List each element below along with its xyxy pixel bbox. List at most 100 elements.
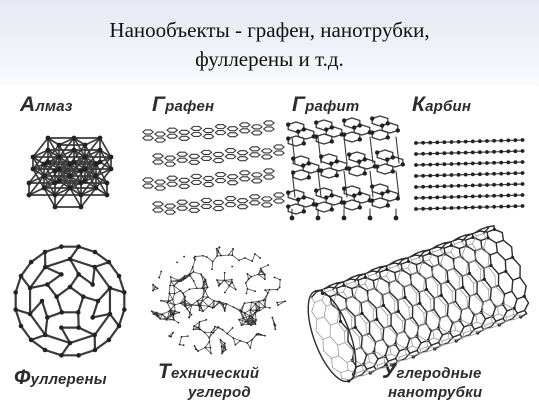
bond [46, 273, 63, 286]
bond [474, 260, 482, 270]
bond [58, 168, 71, 189]
atom [334, 159, 339, 164]
atom [184, 295, 186, 298]
bond [222, 172, 227, 176]
atom [154, 286, 157, 288]
bond [232, 148, 237, 152]
bond [512, 276, 521, 281]
bond [256, 146, 261, 150]
atom [174, 310, 176, 313]
bond [356, 165, 366, 170]
bond [371, 270, 381, 273]
bond [408, 304, 417, 308]
bond [511, 256, 521, 267]
bond [480, 318, 487, 328]
atom [173, 284, 175, 287]
bond [353, 275, 361, 283]
bond [184, 199, 188, 203]
bond [411, 257, 420, 261]
atom [56, 154, 62, 160]
bond [251, 253, 256, 262]
atom [370, 198, 375, 203]
bond [404, 348, 407, 355]
atom [492, 138, 496, 143]
bond [479, 230, 488, 233]
atom [160, 270, 163, 273]
bond [184, 304, 193, 307]
atom [108, 154, 114, 160]
bond [354, 286, 359, 297]
atom [71, 135, 77, 141]
atom [357, 137, 362, 142]
bond [384, 149, 394, 154]
bond [389, 343, 398, 347]
atom [67, 256, 73, 262]
graphene-structure [142, 120, 285, 215]
bond [68, 245, 80, 261]
bond [410, 283, 421, 293]
bond [375, 278, 380, 289]
bond [371, 204, 381, 209]
atom [264, 273, 266, 276]
atom [93, 185, 99, 191]
atom [381, 303, 386, 308]
bond [361, 312, 371, 323]
bond [77, 295, 85, 314]
atom [274, 328, 277, 331]
bond [28, 265, 47, 290]
atom [471, 235, 475, 240]
bond [383, 356, 386, 363]
atom [184, 277, 187, 280]
atom [223, 308, 226, 311]
atom [375, 164, 380, 169]
bond [378, 275, 387, 279]
bond [415, 194, 525, 199]
bond [14, 308, 32, 316]
bond [358, 336, 361, 349]
atom [385, 189, 390, 194]
bond [405, 354, 414, 356]
bond [343, 124, 353, 129]
bond [401, 256, 411, 261]
bond [351, 287, 354, 297]
bond [232, 196, 237, 200]
bond [277, 300, 286, 306]
atom [202, 280, 205, 283]
bond [364, 275, 370, 285]
bond [383, 353, 392, 358]
atom [342, 283, 346, 288]
bond [462, 286, 471, 297]
bond [210, 127, 215, 132]
bond [325, 303, 334, 307]
bond [504, 303, 514, 310]
atom [182, 278, 185, 281]
atom [435, 195, 440, 200]
bond [389, 122, 399, 127]
bond [173, 285, 175, 295]
bond [486, 225, 495, 228]
atom [329, 161, 334, 166]
bond [416, 342, 422, 352]
bond [376, 156, 386, 161]
atom [78, 204, 84, 210]
bond [376, 170, 386, 175]
atom [414, 207, 418, 211]
bond [358, 272, 368, 277]
bond [387, 260, 395, 266]
bond [367, 299, 378, 309]
bond [484, 322, 493, 326]
bond [487, 266, 496, 276]
bond [375, 287, 382, 296]
bond [328, 153, 338, 158]
bond [151, 310, 159, 317]
atom [456, 161, 461, 166]
bond [364, 283, 370, 291]
bond [342, 291, 348, 299]
bond [255, 303, 257, 311]
bond [192, 259, 196, 268]
atom [319, 168, 324, 173]
bond [91, 312, 112, 319]
atom [463, 150, 468, 155]
bond [390, 324, 398, 335]
bond [168, 285, 171, 294]
